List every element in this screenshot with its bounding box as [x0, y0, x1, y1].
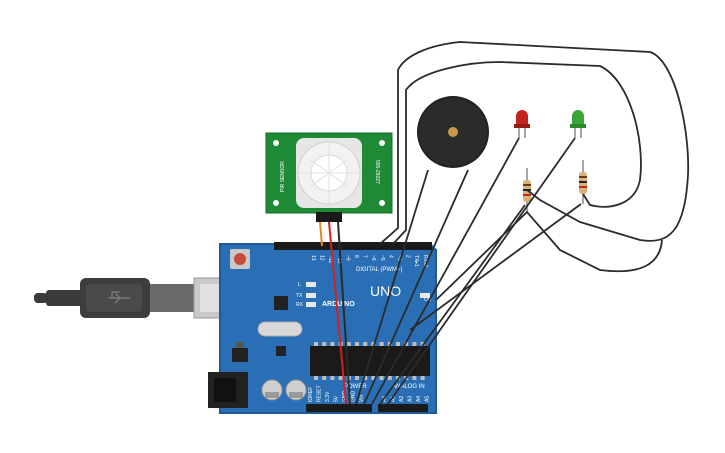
chip-pin	[346, 342, 351, 346]
chip-pin	[379, 342, 384, 346]
chip-pin	[363, 342, 368, 346]
analog-label: ANALOG IN	[392, 384, 425, 390]
power-header[interactable]	[306, 404, 372, 412]
on-label: ON	[424, 297, 432, 303]
digital-pin-label: ~10	[336, 255, 342, 264]
chip-pin	[387, 376, 392, 380]
digital-pin-label: 2	[405, 255, 411, 258]
chip-pin	[355, 376, 359, 380]
chip-pin	[338, 376, 343, 380]
usb-cable-icon[interactable]	[34, 277, 235, 319]
chip-pin	[330, 342, 335, 346]
pir-wires[interactable]	[319, 221, 351, 405]
power-pin-label: 3.3V	[325, 391, 331, 402]
digital-pin-label: ~11	[327, 255, 333, 263]
analog-pin-label: A0	[382, 396, 388, 402]
power-pin-label: GND	[351, 391, 357, 403]
chip-pin	[314, 342, 318, 346]
board-logo: ARDUINO	[322, 301, 355, 308]
arduino-board[interactable]: ARDUINO UNO DIGITAL (PWM~) POWER ANALOG …	[208, 242, 437, 414]
digital-pin-label: 8	[353, 255, 359, 258]
pir-left-text: PIR SENSOR	[280, 161, 286, 192]
analog-pin-label: A2	[399, 396, 405, 402]
analog-pin-label: A4	[416, 396, 422, 402]
chip-pin	[396, 342, 400, 346]
resistor-icon[interactable]	[579, 160, 587, 204]
digital-pin-label: 7	[362, 255, 368, 258]
digital-header[interactable]	[274, 242, 432, 250]
chip-pin	[404, 342, 409, 346]
chip-pin	[420, 342, 425, 346]
power-pin-label: Vin	[359, 395, 365, 402]
digital-pin-label: ~9	[344, 255, 350, 261]
digital-pin-label: RX◂0	[422, 255, 428, 267]
led-green-icon[interactable]	[570, 110, 586, 138]
chip-pin	[314, 376, 318, 380]
analog-pin-label: A5	[425, 396, 431, 402]
tx-label: TX	[296, 293, 303, 299]
pir-dome-icon	[296, 138, 362, 208]
analog-pin-label: A1	[391, 396, 397, 402]
chip-pin	[412, 342, 417, 346]
chip-pin	[412, 376, 417, 380]
rx-label: RX	[296, 302, 304, 308]
digital-pin-label: 4	[387, 255, 393, 258]
analog-pin-label: A3	[408, 396, 414, 402]
buzzer-icon[interactable]	[417, 96, 489, 168]
pir-sensor[interactable]: PIR SENSOR 555-28027	[265, 132, 393, 222]
pir-right-text: 555-28027	[374, 160, 380, 184]
led-red-icon[interactable]	[514, 110, 530, 138]
chip-pin	[330, 376, 335, 380]
digital-pin-label: 13	[310, 255, 316, 261]
digital-pin-label: ~3	[396, 255, 402, 261]
power-label: POWER	[344, 384, 367, 390]
chip-pin	[420, 376, 425, 380]
digital-label: DIGITAL (PWM~)	[356, 267, 403, 273]
digital-pin-label: 12	[319, 255, 325, 261]
power-pin-label: IOREF	[308, 387, 314, 402]
digital-pin-label: TX▸1	[413, 255, 419, 267]
l-label: L	[298, 282, 301, 288]
chip-pin	[371, 342, 376, 346]
digital-pin-label: ~5	[379, 255, 385, 261]
board-model: UNO	[370, 283, 401, 299]
chip-pin	[379, 376, 384, 380]
chip-pin	[363, 376, 368, 380]
circuit-wires[interactable]	[355, 41, 690, 405]
digital-pin-label: ~6	[370, 255, 376, 261]
chip-pin	[322, 376, 327, 380]
analog-header[interactable]	[378, 404, 428, 412]
chip-pin	[371, 376, 376, 380]
chip-pin	[355, 342, 359, 346]
power-pin-label: 5V	[334, 395, 340, 402]
power-pin-label: RESET	[317, 385, 323, 402]
chip-pin	[322, 342, 327, 346]
